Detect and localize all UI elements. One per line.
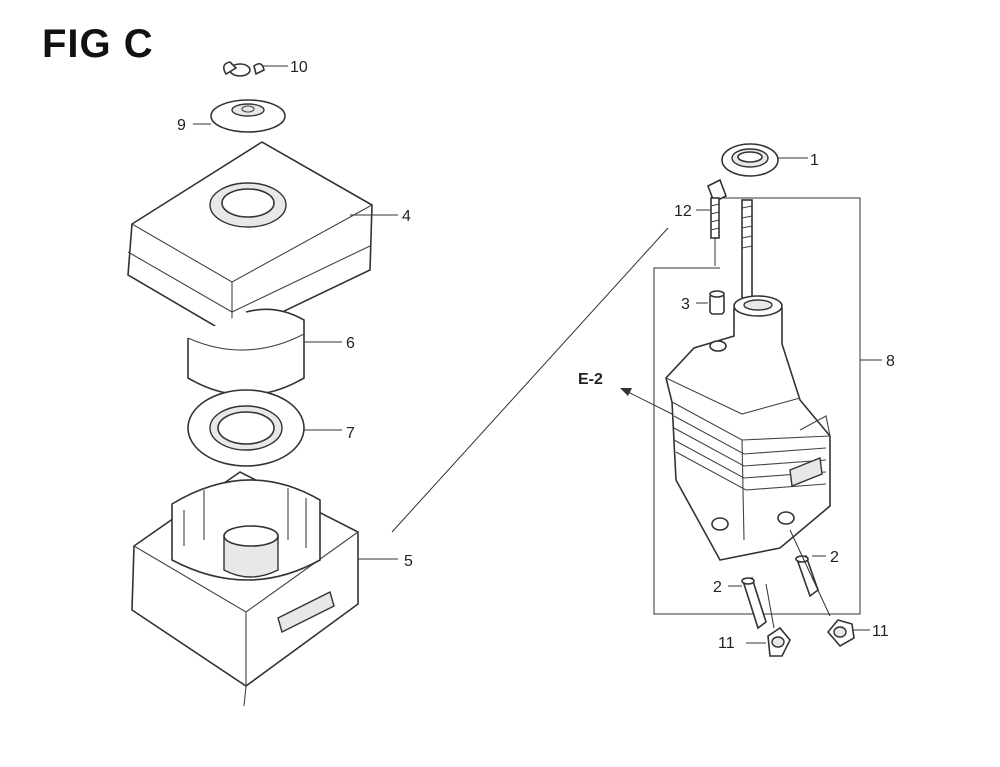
callout-1: 1 <box>810 152 819 169</box>
flange-nut-left <box>746 583 791 657</box>
air-cleaner-cover <box>127 141 398 337</box>
assembly-leader-line <box>391 227 669 533</box>
callout-3: 3 <box>681 296 690 313</box>
callout-7: 7 <box>346 425 355 442</box>
callout-9: 9 <box>177 117 186 134</box>
figure-title: FIG C <box>42 22 154 66</box>
callout-5: 5 <box>404 553 413 570</box>
callout-2-left: 2 <box>713 579 722 596</box>
dowel-pin-right <box>789 529 831 617</box>
callout-10: 10 <box>290 59 308 76</box>
callout-2-right: 2 <box>830 549 839 566</box>
collar <box>696 290 725 315</box>
callout-11-left: 11 <box>718 635 735 652</box>
callout-8: 8 <box>886 353 895 370</box>
flange-nut-right <box>826 619 870 648</box>
wing-nut <box>222 61 288 77</box>
callout-6: 6 <box>346 335 355 352</box>
stud <box>741 199 753 301</box>
callout-4: 4 <box>402 208 411 225</box>
callout-12: 12 <box>674 203 692 220</box>
bolt <box>696 178 728 266</box>
dowel-pin-left <box>728 576 767 630</box>
gasket <box>187 389 342 467</box>
reference-arrow <box>620 388 673 415</box>
cover-seal <box>193 99 286 133</box>
elbow-body <box>665 295 831 561</box>
callout-11-right: 11 <box>872 623 889 640</box>
air-cleaner-case <box>131 471 398 707</box>
filter-element <box>187 308 342 396</box>
reference-label: E-2 <box>578 371 603 388</box>
seal-ring <box>721 143 808 177</box>
